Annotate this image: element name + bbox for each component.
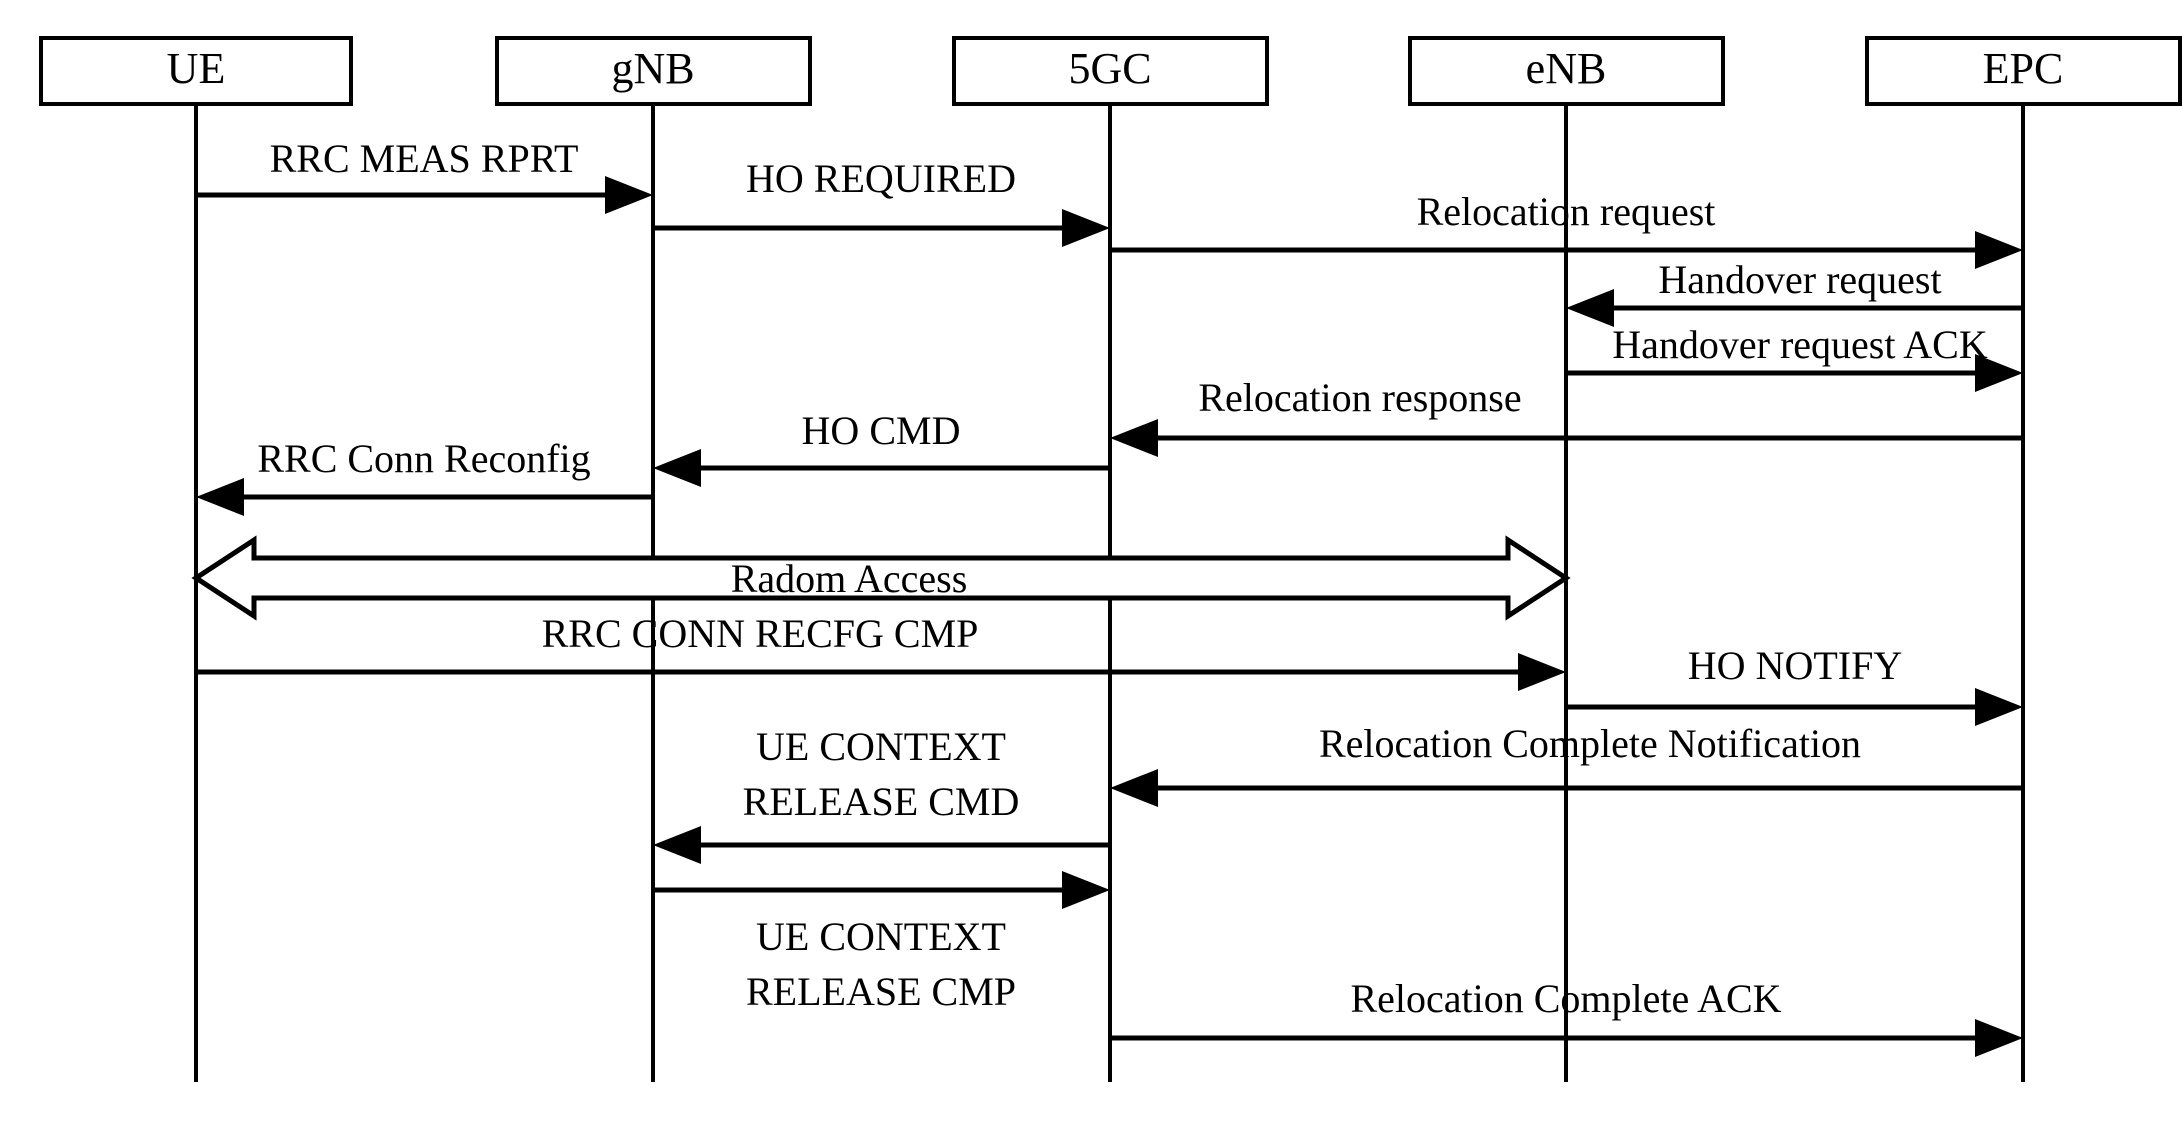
- actor-ue[interactable]: UE: [39, 36, 353, 1082]
- arrowhead-right-icon: [1975, 1019, 2023, 1057]
- message-rrc-meas-rprt[interactable]: RRC MEAS RPRT: [196, 136, 653, 214]
- message-label-radom-access: Radom Access: [731, 556, 968, 601]
- message-rrc-conn-recfg-cmp[interactable]: RRC CONN RECFG CMP: [196, 611, 1566, 691]
- message-label-ho-required: HO REQUIRED: [746, 156, 1016, 201]
- message-label-rrc-conn-recfg-cmp: RRC CONN RECFG CMP: [542, 611, 979, 656]
- message-label-ue-context-release-cmd-line1: UE CONTEXT: [756, 724, 1006, 769]
- actor-label-5gc: 5GC: [1068, 44, 1151, 93]
- message-handover-request-ack[interactable]: Handover request ACK: [1566, 322, 2023, 392]
- arrowhead-left-icon: [653, 826, 701, 864]
- arrowhead-right-icon: [1975, 231, 2023, 269]
- actor-box-ue[interactable]: [39, 36, 353, 106]
- arrowhead-right-icon: [1518, 653, 1566, 691]
- message-relocation-request[interactable]: Relocation request: [1110, 189, 2023, 269]
- actor-enb[interactable]: eNB: [1408, 36, 1725, 1082]
- message-radom-access[interactable]: Radom Access: [191, 535, 1571, 621]
- arrowhead-left-icon: [196, 478, 244, 516]
- hollow-double-arrow-icon: [191, 535, 1571, 621]
- message-rrc-conn-reconfig[interactable]: RRC Conn Reconfig: [196, 436, 653, 516]
- arrowhead-left-icon: [1110, 769, 1158, 807]
- message-handover-request[interactable]: Handover request: [1566, 257, 2023, 327]
- arrowhead-right-icon: [1062, 871, 1110, 909]
- arrowhead-right-icon: [1975, 688, 2023, 726]
- message-label-ho-notify: HO NOTIFY: [1688, 643, 1902, 688]
- message-relocation-response[interactable]: Relocation response: [1110, 375, 2023, 457]
- message-label-rrc-conn-reconfig: RRC Conn Reconfig: [257, 436, 590, 481]
- message-ue-context-release-cmd[interactable]: UE CONTEXT RELEASE CMD: [653, 724, 1110, 864]
- actor-gnb[interactable]: gNB: [495, 36, 812, 1082]
- actor-box-5gc[interactable]: [952, 36, 1269, 106]
- message-relocation-complete-ack[interactable]: Relocation Complete ACK: [1110, 976, 2023, 1057]
- message-label-ue-context-release-cmp-line1: UE CONTEXT: [756, 914, 1006, 959]
- message-label-relocation-request: Relocation request: [1417, 189, 1716, 234]
- arrowhead-right-icon: [1062, 209, 1110, 247]
- actor-box-enb[interactable]: [1408, 36, 1725, 106]
- message-label-ue-context-release-cmp-line2: RELEASE CMP: [746, 969, 1016, 1014]
- actor-label-ue: UE: [167, 44, 226, 93]
- actor-label-enb: eNB: [1526, 44, 1607, 93]
- actor-label-epc: EPC: [1983, 44, 2064, 93]
- arrowhead-right-icon: [605, 176, 653, 214]
- message-ho-cmd[interactable]: HO CMD: [653, 408, 1110, 487]
- message-label-rrc-meas-rprt: RRC MEAS RPRT: [270, 136, 579, 181]
- arrowhead-left-icon: [1566, 289, 1614, 327]
- message-label-relocation-response: Relocation response: [1198, 375, 1521, 420]
- message-label-relocation-complete-notification: Relocation Complete Notification: [1319, 721, 1861, 766]
- arrowhead-left-icon: [1110, 419, 1158, 457]
- message-label-relocation-complete-ack: Relocation Complete ACK: [1350, 976, 1781, 1021]
- arrowhead-left-icon: [653, 449, 701, 487]
- message-label-ho-cmd: HO CMD: [802, 408, 961, 453]
- actor-box-epc[interactable]: [1865, 36, 2182, 106]
- message-relocation-complete-notification[interactable]: Relocation Complete Notification: [1110, 721, 2023, 807]
- actor-label-gnb: gNB: [611, 44, 694, 93]
- message-label-handover-request: Handover request: [1658, 257, 1941, 302]
- message-ho-required[interactable]: HO REQUIRED: [653, 156, 1110, 247]
- message-label-handover-request-ack: Handover request ACK: [1612, 322, 1988, 367]
- arrowhead-right-icon: [1975, 354, 2023, 392]
- message-ue-context-release-cmp[interactable]: UE CONTEXT RELEASE CMP: [653, 871, 1110, 1014]
- message-ho-notify[interactable]: HO NOTIFY: [1566, 643, 2023, 726]
- actor-epc[interactable]: EPC: [1865, 36, 2182, 1082]
- message-label-ue-context-release-cmd-line2: RELEASE CMD: [743, 779, 1020, 824]
